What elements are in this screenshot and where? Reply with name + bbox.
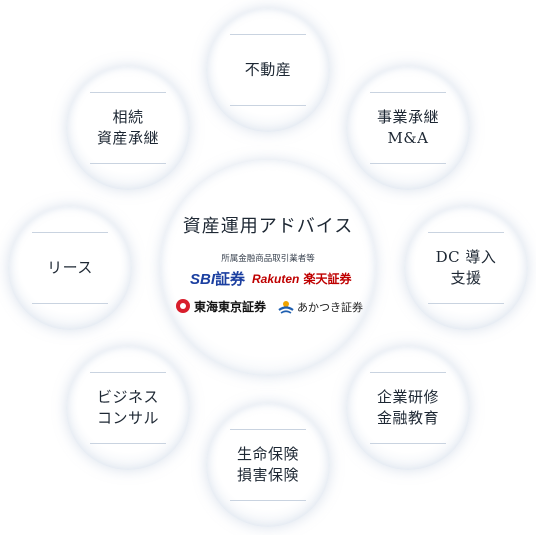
service-label-line: 金融教育 xyxy=(376,409,439,427)
service-label-line: 損害保険 xyxy=(236,466,299,484)
sbi-securities-logo: SBI証券 xyxy=(190,268,245,289)
center-bubble: 資産運用アドバイス 所属金融商品取引業者等 SBI証券 Rakuten 楽天証券… xyxy=(160,160,376,376)
rakuten-securities-logo: Rakuten 楽天証券 xyxy=(252,270,352,287)
service-label-line: 支援 xyxy=(450,269,482,287)
divider xyxy=(428,232,504,233)
service-bubble-inheritance: 相続 資産承継 xyxy=(66,66,190,190)
service-label-line: 企業研修 xyxy=(376,388,439,406)
divider xyxy=(90,372,166,373)
service-label-line: 相続 xyxy=(112,108,144,126)
akatsuki-wave-icon xyxy=(278,300,294,317)
divider xyxy=(370,163,446,164)
rakuten-logo-suffix: 楽天証券 xyxy=(303,272,352,286)
service-bubble-succession-ma: 事業承継 M&A xyxy=(346,66,470,190)
divider xyxy=(90,92,166,93)
service-label-line: 不動産 xyxy=(244,60,292,79)
service-label: 企業研修 金融教育 xyxy=(346,387,470,429)
service-bubble-dc: DC 導入 支援 xyxy=(404,206,528,330)
service-label-line: コンサル xyxy=(96,409,159,427)
service-label-line: DC 導入 xyxy=(435,248,497,266)
divider xyxy=(230,500,306,501)
center-title: 資産運用アドバイス xyxy=(182,216,354,237)
service-label: 相続 資産承継 xyxy=(66,107,190,149)
service-bubble-business-consulting: ビジネス コンサル xyxy=(66,346,190,470)
service-label-line: 生命保険 xyxy=(236,445,299,463)
tokai-emblem-icon xyxy=(176,299,190,313)
service-label: DC 導入 支援 xyxy=(404,247,528,289)
service-bubble-lease: リース xyxy=(8,206,132,330)
tokai-tokyo-securities-logo: 東海東京証券 xyxy=(176,298,266,315)
divider xyxy=(90,443,166,444)
divider xyxy=(230,105,306,106)
service-label-line: 資産承継 xyxy=(96,129,159,147)
service-label: 生命保険 損害保険 xyxy=(206,444,330,486)
divider xyxy=(230,34,306,35)
divider xyxy=(428,303,504,304)
service-label: 事業承継 M&A xyxy=(346,107,470,149)
service-label-line: ビジネス xyxy=(96,388,159,406)
akatsuki-securities-logo: あかつき証券 xyxy=(278,299,363,317)
divider xyxy=(370,92,446,93)
sbi-logo-suffix: 証券 xyxy=(215,270,246,288)
divider xyxy=(230,429,306,430)
divider xyxy=(370,372,446,373)
service-label: リース xyxy=(8,258,132,279)
service-bubble-corporate-training: 企業研修 金融教育 xyxy=(346,346,470,470)
tokai-logo-text: 東海東京証券 xyxy=(194,300,267,314)
center-subtitle: 所属金融商品取引業者等 xyxy=(221,254,315,264)
akatsuki-logo-text: あかつき証券 xyxy=(297,301,363,314)
divider xyxy=(370,443,446,444)
service-label: 不動産 xyxy=(206,60,330,81)
rakuten-logo-brand: Rakuten xyxy=(252,272,300,286)
service-label: ビジネス コンサル xyxy=(66,387,190,429)
service-label-line: 事業承継 xyxy=(376,108,439,126)
service-label-line: リース xyxy=(47,258,93,277)
service-label-line: M&A xyxy=(387,129,429,147)
service-bubble-insurance: 生命保険 損害保険 xyxy=(206,403,330,527)
divider xyxy=(90,163,166,164)
service-bubble-real-estate: 不動産 xyxy=(206,8,330,132)
divider xyxy=(32,303,108,304)
sbi-logo-prefix: SBI xyxy=(190,271,216,288)
divider xyxy=(32,232,108,233)
